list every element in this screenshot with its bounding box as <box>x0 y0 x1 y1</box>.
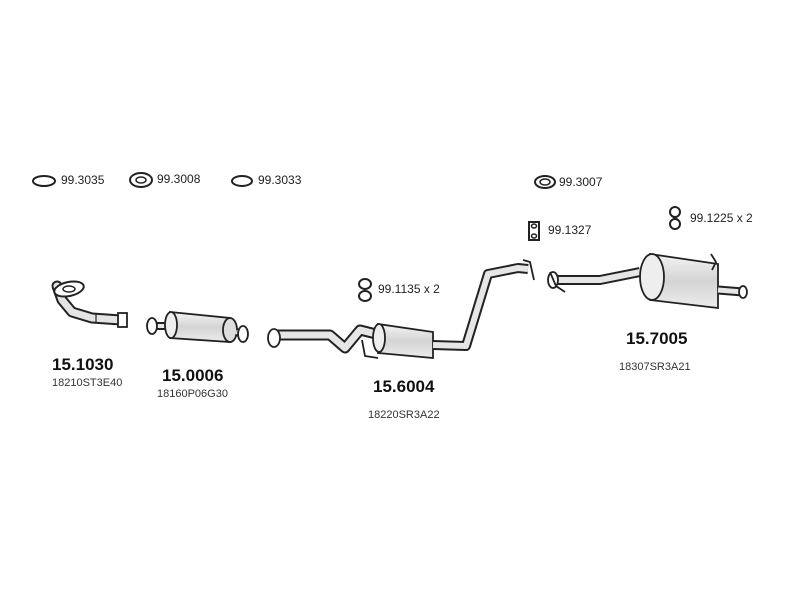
accessory-code-99-1327: 99.1327 <box>548 223 592 237</box>
accessory-code-99-3008: 99.3008 <box>157 172 201 186</box>
gasket-ring-icon <box>129 172 153 188</box>
oem-number-18160P06G30: 18160P06G30 <box>157 388 228 400</box>
rear-muffler-icon <box>547 252 748 310</box>
rubber-hanger-icon <box>528 221 540 241</box>
part-number-15-1030: 15.1030 <box>52 355 114 374</box>
front-pipe-icon <box>51 280 128 328</box>
oem-number-18220SR3A22: 18220SR3A22 <box>368 409 440 421</box>
gasket-ring-icon <box>534 175 556 189</box>
accessory-code-99-3033: 99.3033 <box>258 173 302 187</box>
rubber-hanger-icon <box>358 278 372 302</box>
rubber-hanger-icon <box>669 206 681 230</box>
part-number-15-6004: 15.6004 <box>373 377 435 396</box>
accessory-code-99-3035: 99.3035 <box>61 173 105 187</box>
part-number-15-0006: 15.0006 <box>162 366 224 385</box>
accessory-code-99-3007: 99.3007 <box>559 175 603 189</box>
gasket-ring-icon <box>32 175 56 187</box>
oem-number-18307SR3A21: 18307SR3A21 <box>619 361 691 373</box>
part-number-15-7005: 15.7005 <box>626 329 688 348</box>
center-pipe-muffler-icon <box>267 259 535 359</box>
accessory-code-99-1225: 99.1225 x 2 <box>690 211 753 225</box>
catalytic-converter-icon <box>146 311 249 343</box>
accessory-code-99-1135: 99.1135 x 2 <box>378 282 440 296</box>
oem-number-18210ST3E40: 18210ST3E40 <box>52 377 123 389</box>
gasket-ring-icon <box>231 175 253 187</box>
